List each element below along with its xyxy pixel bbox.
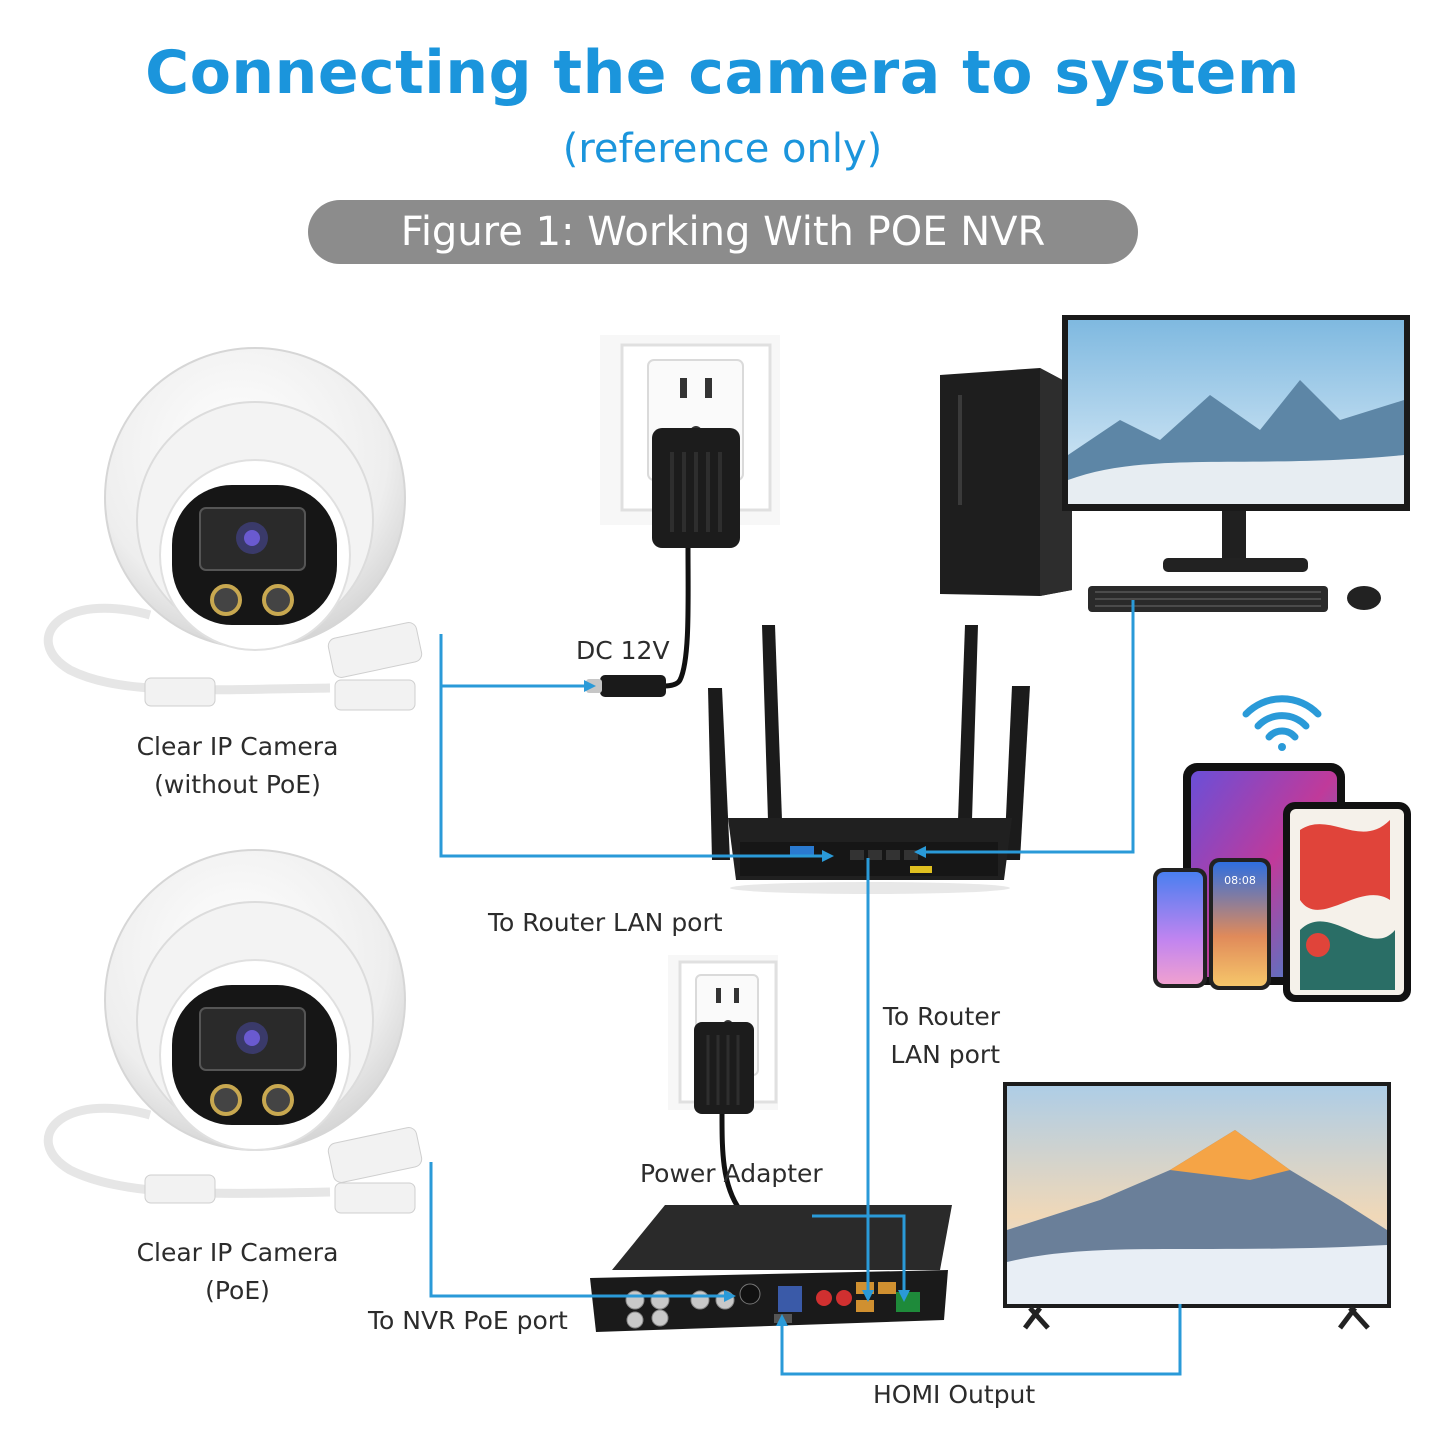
arrow-dc-12v xyxy=(584,680,596,692)
camera-bottom-label: Clear IP Camera (PoE) xyxy=(120,1234,355,1310)
ip-camera-bottom xyxy=(43,849,423,1214)
page-title: Connecting the camera to system xyxy=(145,38,1300,108)
power-adapter-label: Power Adapter xyxy=(640,1159,823,1188)
power-outlet-bottom xyxy=(668,955,814,1228)
to-router-lan-port-right-label: To Router LAN port xyxy=(880,998,1000,1074)
mobile-devices: 08:08 xyxy=(1153,763,1411,1002)
wifi-icon xyxy=(1242,695,1322,751)
arrow-hdmi xyxy=(776,1314,788,1326)
page-subtitle: (reference only) xyxy=(562,126,883,172)
camera-top-label: Clear IP Camera (without PoE) xyxy=(120,728,355,804)
arrow-nvr-poe xyxy=(724,1290,736,1302)
dc-12v-label: DC 12V xyxy=(576,636,670,665)
hdmi-output-label: HOMI Output xyxy=(873,1380,1036,1409)
arrow-router-right xyxy=(914,846,926,858)
figure-banner: Figure 1: Working With POE NVR xyxy=(308,200,1138,264)
power-adapter-to-nvr-line xyxy=(812,1214,906,1296)
camera-top-label-line1: Clear IP Camera xyxy=(136,732,339,761)
camera-bottom-label-line1: Clear IP Camera xyxy=(136,1238,339,1267)
arrow-router-left xyxy=(822,850,834,862)
connection-lines xyxy=(429,600,1182,1376)
power-outlet-top xyxy=(586,335,780,697)
camera-poe-to-nvr-line xyxy=(429,1162,730,1298)
to-router-lan-port-label: To Router LAN port xyxy=(488,908,723,937)
to-router-lan-right-line1: To Router xyxy=(882,1002,1000,1031)
camera-bottom-label-line2: (PoE) xyxy=(205,1276,270,1305)
to-nvr-poe-port-label: To NVR PoE port xyxy=(368,1306,568,1335)
ip-camera-top xyxy=(43,347,423,711)
camera-top-label-line2: (without PoE) xyxy=(154,770,321,799)
phone-clock: 08:08 xyxy=(1224,874,1256,887)
to-router-lan-right-line2: LAN port xyxy=(890,1040,1001,1069)
arrow-nvr-power xyxy=(898,1290,910,1302)
wifi-router xyxy=(708,625,1030,894)
camera-to-router-line xyxy=(439,634,828,858)
computer-to-router-line xyxy=(920,600,1135,854)
poe-nvr xyxy=(590,1205,952,1332)
arrowheads xyxy=(584,680,926,1326)
desktop-computer xyxy=(940,315,1410,612)
television xyxy=(1003,1082,1391,1330)
arrow-router-down xyxy=(862,1290,874,1302)
hdmi-output-line xyxy=(780,1304,1182,1376)
